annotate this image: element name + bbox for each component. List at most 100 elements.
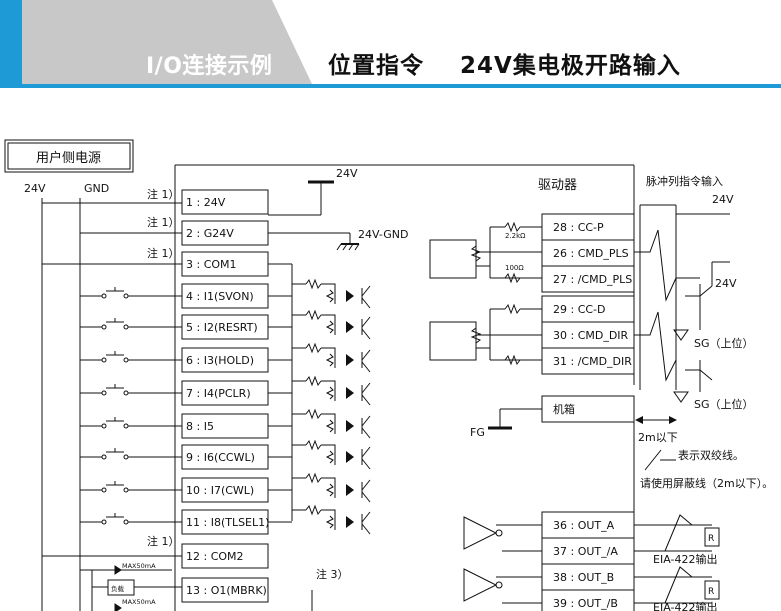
input-pt-collector-5 [361, 316, 371, 328]
input-pt-emitter-5 [361, 328, 371, 340]
header-accent-bar [0, 0, 22, 84]
input-resistor-8 [305, 408, 322, 420]
sg-high-label-2: SG（上位） [694, 397, 754, 411]
load-label: 负载 [111, 584, 125, 593]
pin-box-ncmddir [541, 347, 635, 375]
input-shunt-4 [325, 289, 334, 303]
pin-box-11 [181, 509, 269, 535]
switch-contact-a-7 [101, 390, 107, 396]
switch-contact-b-9 [123, 454, 129, 460]
gnd-hatch-4 [354, 243, 360, 251]
eia-output-label-2: EIA-422输出 [653, 600, 717, 611]
input-res-out-5 [321, 314, 336, 335]
pin-box-outnb [541, 589, 635, 611]
input-led-5 [346, 321, 354, 333]
pin-box-cmdpls [541, 239, 635, 267]
input-resistor-10 [305, 472, 322, 484]
pin-outna-label: 37 : OUT_/A [553, 545, 618, 558]
pin-outnb-label: 39 : OUT_/B [553, 597, 618, 610]
resistor-dir-shunt [470, 327, 482, 344]
pin-box-ccp [541, 213, 635, 241]
switch-contact-b-6 [123, 357, 129, 363]
pin-box-ccd [541, 295, 635, 323]
switch-contact-b-11 [123, 519, 129, 525]
resistor-2k2-label: 2.2kΩ [505, 232, 526, 240]
switch-contact-a-9 [101, 454, 107, 460]
input-resistor-5 [305, 309, 322, 321]
input-res-out-10 [321, 477, 336, 498]
input-resistor-6 [305, 342, 322, 354]
eia-b-termination [704, 580, 720, 600]
input-shunt-10 [325, 483, 334, 497]
rail-24v-label: 24V [24, 182, 46, 195]
user-power-box [4, 139, 134, 173]
gnd-hatch-3 [348, 243, 354, 251]
pin-box-8 [181, 413, 269, 439]
input-resistor-9 [305, 439, 322, 451]
twisted-pair-pulse [634, 229, 677, 302]
pin-box-outb [541, 563, 635, 591]
page-header: I/O连接示例 位置指令 24V集电极开路输入 [0, 0, 781, 90]
pin-label-9: 9 : I6(CCWL) [186, 451, 255, 464]
twisted-pair-dir [634, 311, 677, 382]
input-pt-collector-7 [361, 382, 371, 394]
input-led-10 [346, 484, 354, 496]
resistor-pulse-shunt [470, 245, 482, 262]
twisted-pair-note: 表示双绞线。 [678, 448, 744, 462]
input-led-4 [346, 290, 354, 302]
line-driver-b-bubble [495, 581, 503, 589]
fg-label: FG [470, 426, 485, 439]
pin-box-ncmdpls [541, 265, 635, 293]
input-shunt-8 [325, 419, 334, 433]
input-shunt-7 [325, 386, 334, 400]
pin-ccd-label: 29 : CC-D [553, 303, 606, 316]
pin-label-4: 4 : I1(SVON) [186, 290, 254, 303]
eia-a-termination [704, 527, 720, 547]
input-resistor-11 [305, 504, 322, 516]
pin-outb-label: 38 : OUT_B [553, 571, 614, 584]
header-underline [0, 84, 781, 88]
input-res-out-6 [321, 347, 336, 368]
shielded-note: 请使用屏蔽线（2m以下）。 [640, 476, 773, 490]
length-label: 2m以下 [638, 431, 678, 444]
input-res-out-4 [321, 283, 336, 304]
driver-label: 驱动器 [538, 178, 577, 193]
switch-contact-b-8 [123, 423, 129, 429]
input-pt-emitter-7 [361, 394, 371, 406]
section-label: I/O连接示例 [146, 54, 273, 79]
sg-high-label: SG（上位） [694, 336, 754, 350]
pin-label-5: 5 : I2(RESRT) [186, 321, 258, 334]
pin-box-12 [181, 543, 269, 569]
max-current-label: MAX50mA [122, 562, 156, 570]
pin-box-5 [181, 314, 269, 340]
pin-ncmddir-label: 31 : /CMD_DIR [553, 355, 632, 368]
input-res-out-9 [321, 444, 336, 465]
input-led-9 [346, 451, 354, 463]
line-driver-a [463, 516, 498, 550]
src-pls-collector [699, 285, 713, 297]
pin-box-7 [181, 380, 269, 406]
frame-label: 机箱 [553, 402, 575, 416]
pin-label-8: 8 : I5 [186, 420, 214, 433]
input-pt-collector-6 [361, 349, 371, 361]
header-section-tab [22, 0, 312, 84]
legend-twist [644, 449, 662, 471]
pin-box-outa [541, 511, 635, 539]
switch-contact-a-10 [101, 487, 107, 493]
user-power-title: 用户侧电源 [36, 150, 101, 166]
switch-contact-b-7 [123, 390, 129, 396]
input-shunt-6 [325, 353, 334, 367]
pin-box-9 [181, 444, 269, 470]
pin-label-13: 13 : O1(MBRK) [186, 584, 267, 597]
input-resistor-7 [305, 375, 322, 387]
pin-box-1 [181, 189, 269, 215]
note-1d: 注 1） [147, 534, 180, 548]
note-3: 注 3） [316, 567, 349, 581]
gnd-hatch-1 [336, 243, 342, 251]
max-current-label-2: MAX50mA [122, 598, 156, 606]
resistor-pls [504, 272, 521, 284]
src-dir-collector [699, 369, 713, 381]
switch-contact-a-6 [101, 357, 107, 363]
input-pt-emitter-4 [361, 297, 371, 309]
note-1c: 注 1） [147, 246, 180, 260]
